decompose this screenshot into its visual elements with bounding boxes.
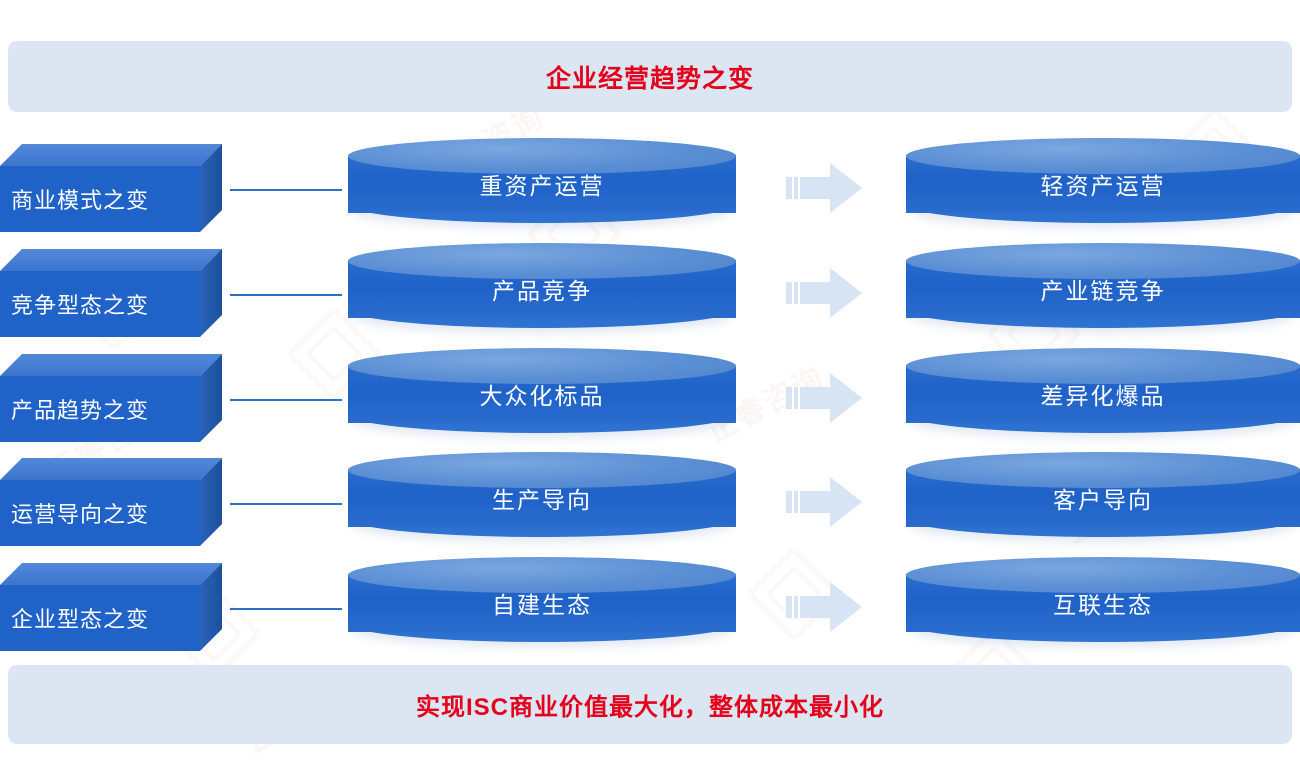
box-side-face [200,563,222,651]
source-cylinder[interactable]: 重资产运营 [348,138,736,230]
target-label: 差异化爆品 [1040,383,1166,409]
arrow-right-icon [786,163,862,213]
target-cylinder[interactable]: 差异化爆品 [906,348,1300,440]
target-cylinder[interactable]: 轻资产运营 [906,138,1300,230]
cylinder-top [348,138,736,174]
category-label: 竞争型态之变 [11,293,150,318]
summary-banner: 实现ISC商业价值最大化，整体成本最小化 [8,665,1292,744]
box-front-face: 企业型态之变 [0,585,200,651]
cylinder-top [348,452,736,488]
connector-line [230,399,342,401]
target-label: 互联生态 [1053,592,1153,618]
category-box[interactable]: 企业型态之变 [0,563,222,651]
box-side-face [200,144,222,232]
flow-row: 运营导向之变 生产导向 客户导向 [0,452,1300,556]
box-top-face [0,458,222,480]
page-title: 企业经营趋势之变 [545,64,754,93]
flow-row: 企业型态之变 自建生态 互联生态 [0,557,1300,661]
source-cylinder[interactable]: 自建生态 [348,557,736,649]
box-front-face: 运营导向之变 [0,480,200,546]
box-front-face: 产品趋势之变 [0,376,200,442]
flow-row: 竞争型态之变 产品竞争 产业链竞争 [0,243,1300,347]
source-label: 重资产运营 [479,173,605,199]
cylinder-top [348,243,736,279]
cylinder-top [348,557,736,593]
connector-line [230,503,342,505]
arrow-right-icon [786,477,862,527]
arrow-right-icon [786,582,862,632]
category-box[interactable]: 竞争型态之变 [0,249,222,337]
box-side-face [200,458,222,546]
cylinder-top [906,243,1300,279]
box-top-face [0,354,222,376]
category-label: 企业型态之变 [11,607,150,632]
title-banner: 企业经营趋势之变 [8,41,1292,112]
flow-row: 产品趋势之变 大众化标品 差异化爆品 [0,348,1300,452]
box-front-face: 商业模式之变 [0,166,200,232]
category-box[interactable]: 商业模式之变 [0,144,222,232]
box-top-face [0,144,222,166]
box-top-face [0,249,222,271]
connector-line [230,294,342,296]
arrow-right-icon [786,373,862,423]
cylinder-top [906,557,1300,593]
cylinder-top [906,138,1300,174]
source-cylinder[interactable]: 产品竞争 [348,243,736,335]
source-label: 生产导向 [492,487,592,513]
target-label: 客户导向 [1053,487,1153,513]
category-box[interactable]: 运营导向之变 [0,458,222,546]
source-label: 大众化标品 [479,383,605,409]
target-label: 产业链竞争 [1040,278,1166,304]
category-box[interactable]: 产品趋势之变 [0,354,222,442]
target-cylinder[interactable]: 客户导向 [906,452,1300,544]
box-top-face [0,563,222,585]
box-front-face: 竞争型态之变 [0,271,200,337]
connector-line [230,608,342,610]
flow-row: 商业模式之变 重资产运营 轻资产运营 [0,138,1300,242]
box-side-face [200,354,222,442]
category-label: 运营导向之变 [11,502,150,527]
target-cylinder[interactable]: 产业链竞争 [906,243,1300,335]
source-label: 自建生态 [492,592,592,618]
source-cylinder[interactable]: 生产导向 [348,452,736,544]
target-label: 轻资产运营 [1040,173,1166,199]
box-side-face [200,249,222,337]
category-label: 商业模式之变 [11,188,150,213]
source-label: 产品竞争 [492,278,592,304]
cylinder-top [348,348,736,384]
source-cylinder[interactable]: 大众化标品 [348,348,736,440]
connector-line [230,189,342,191]
category-label: 产品趋势之变 [11,398,150,423]
target-cylinder[interactable]: 互联生态 [906,557,1300,649]
cylinder-top [906,452,1300,488]
cylinder-top [906,348,1300,384]
arrow-right-icon [786,268,862,318]
summary-text: 实现ISC商业价值最大化，整体成本最小化 [415,694,884,721]
